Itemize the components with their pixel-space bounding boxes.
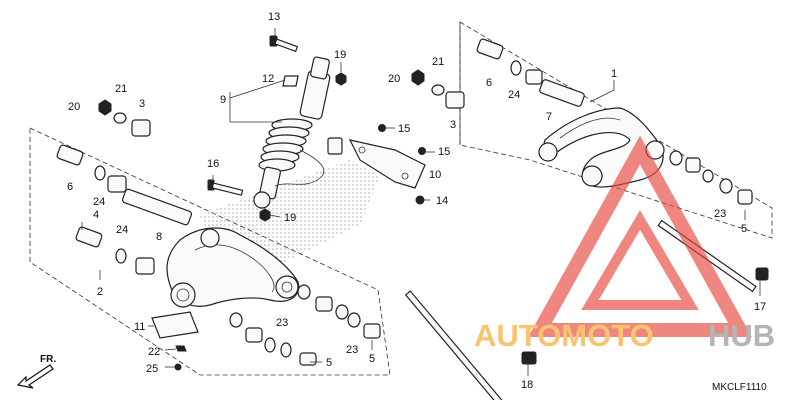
parts-20-21 [98, 69, 445, 124]
part-13-bolt [269, 35, 299, 53]
callout-18: 18 [521, 379, 533, 391]
callout-19-lower: 19 [284, 212, 296, 224]
callout-22: 22 [148, 346, 160, 358]
callout-12: 12 [262, 73, 274, 85]
front-direction-indicator: FR. [16, 354, 56, 389]
part-11-guard [151, 311, 199, 339]
part-19-nut-lower [259, 208, 271, 222]
part-8-pipe [121, 188, 193, 226]
callout-20-left: 20 [68, 101, 80, 113]
callout-4: 4 [93, 209, 99, 221]
callout-7: 7 [546, 111, 552, 123]
watermark: AUTOMOTO HUB [474, 135, 775, 353]
callout-24-mid: 24 [116, 224, 128, 236]
callout-23-lower-b: 23 [346, 344, 358, 356]
callout-21-right: 21 [432, 56, 444, 68]
callout-23-right: 23 [714, 208, 726, 220]
part-14-fastener [415, 195, 425, 205]
callout-5-right: 5 [741, 223, 747, 235]
axle-18 [404, 290, 537, 400]
callout-19-upper: 19 [334, 49, 346, 61]
part-15-screws [378, 124, 426, 155]
front-arrow-icon [16, 364, 54, 389]
callout-5-lower-b: 5 [326, 357, 332, 369]
pivot-parts-left [229, 284, 381, 366]
callout-21-left: 21 [115, 83, 127, 95]
swingarm-link-left [166, 227, 300, 308]
callout-23-lower-a: 23 [276, 317, 288, 329]
callout-10: 10 [429, 169, 441, 181]
part-25 [174, 363, 182, 371]
pivot-parts-right [669, 150, 753, 205]
callout-3-left: 3 [139, 98, 145, 110]
callout-6-right: 6 [486, 77, 492, 89]
callout-24-right: 24 [508, 89, 520, 101]
part-19-nut-upper [335, 72, 347, 86]
diagram-code: MKCLF1110 [712, 382, 767, 393]
callout-16: 16 [207, 158, 219, 170]
callout-9: 9 [220, 94, 226, 106]
callout-1: 1 [611, 68, 617, 80]
callout-6-left: 6 [67, 181, 73, 193]
callout-20-right: 20 [388, 73, 400, 85]
callout-8: 8 [156, 231, 162, 243]
callout-5-lower-a: 5 [369, 353, 375, 365]
callout-15-lower: 15 [438, 146, 450, 158]
rear-shock [253, 56, 343, 209]
group-frames [29, 21, 773, 376]
front-label: FR. [40, 354, 56, 365]
callout-25: 25 [146, 363, 158, 375]
part-12-cap [282, 75, 299, 87]
callout-labels: 1 2 3 3 4 5 5 5 6 6 6 7 8 9 10 11 12 13 … [67, 11, 766, 391]
bearings [107, 69, 543, 275]
part-10-bracket [348, 139, 426, 189]
callout-17: 17 [754, 301, 766, 313]
frame-left [29, 127, 391, 376]
callout-2: 2 [97, 286, 103, 298]
watermark-text-secondary: HUB [708, 318, 775, 353]
part-7-bushing [539, 79, 585, 107]
part-22 [175, 345, 187, 352]
part-16-bolt [207, 179, 244, 196]
part-6-collars [56, 38, 504, 248]
callout-15-upper: 15 [398, 123, 410, 135]
leader-lines [81, 28, 761, 376]
watermark-text-primary: AUTOMOTO [474, 318, 654, 353]
callout-24-left: 24 [93, 196, 105, 208]
watermark-triangle-logo-icon [528, 135, 752, 337]
callout-13: 13 [268, 11, 280, 23]
part-24-seals [94, 60, 522, 264]
callout-3-right: 3 [450, 119, 456, 131]
callout-14: 14 [436, 195, 448, 207]
callout-11: 11 [134, 321, 145, 333]
